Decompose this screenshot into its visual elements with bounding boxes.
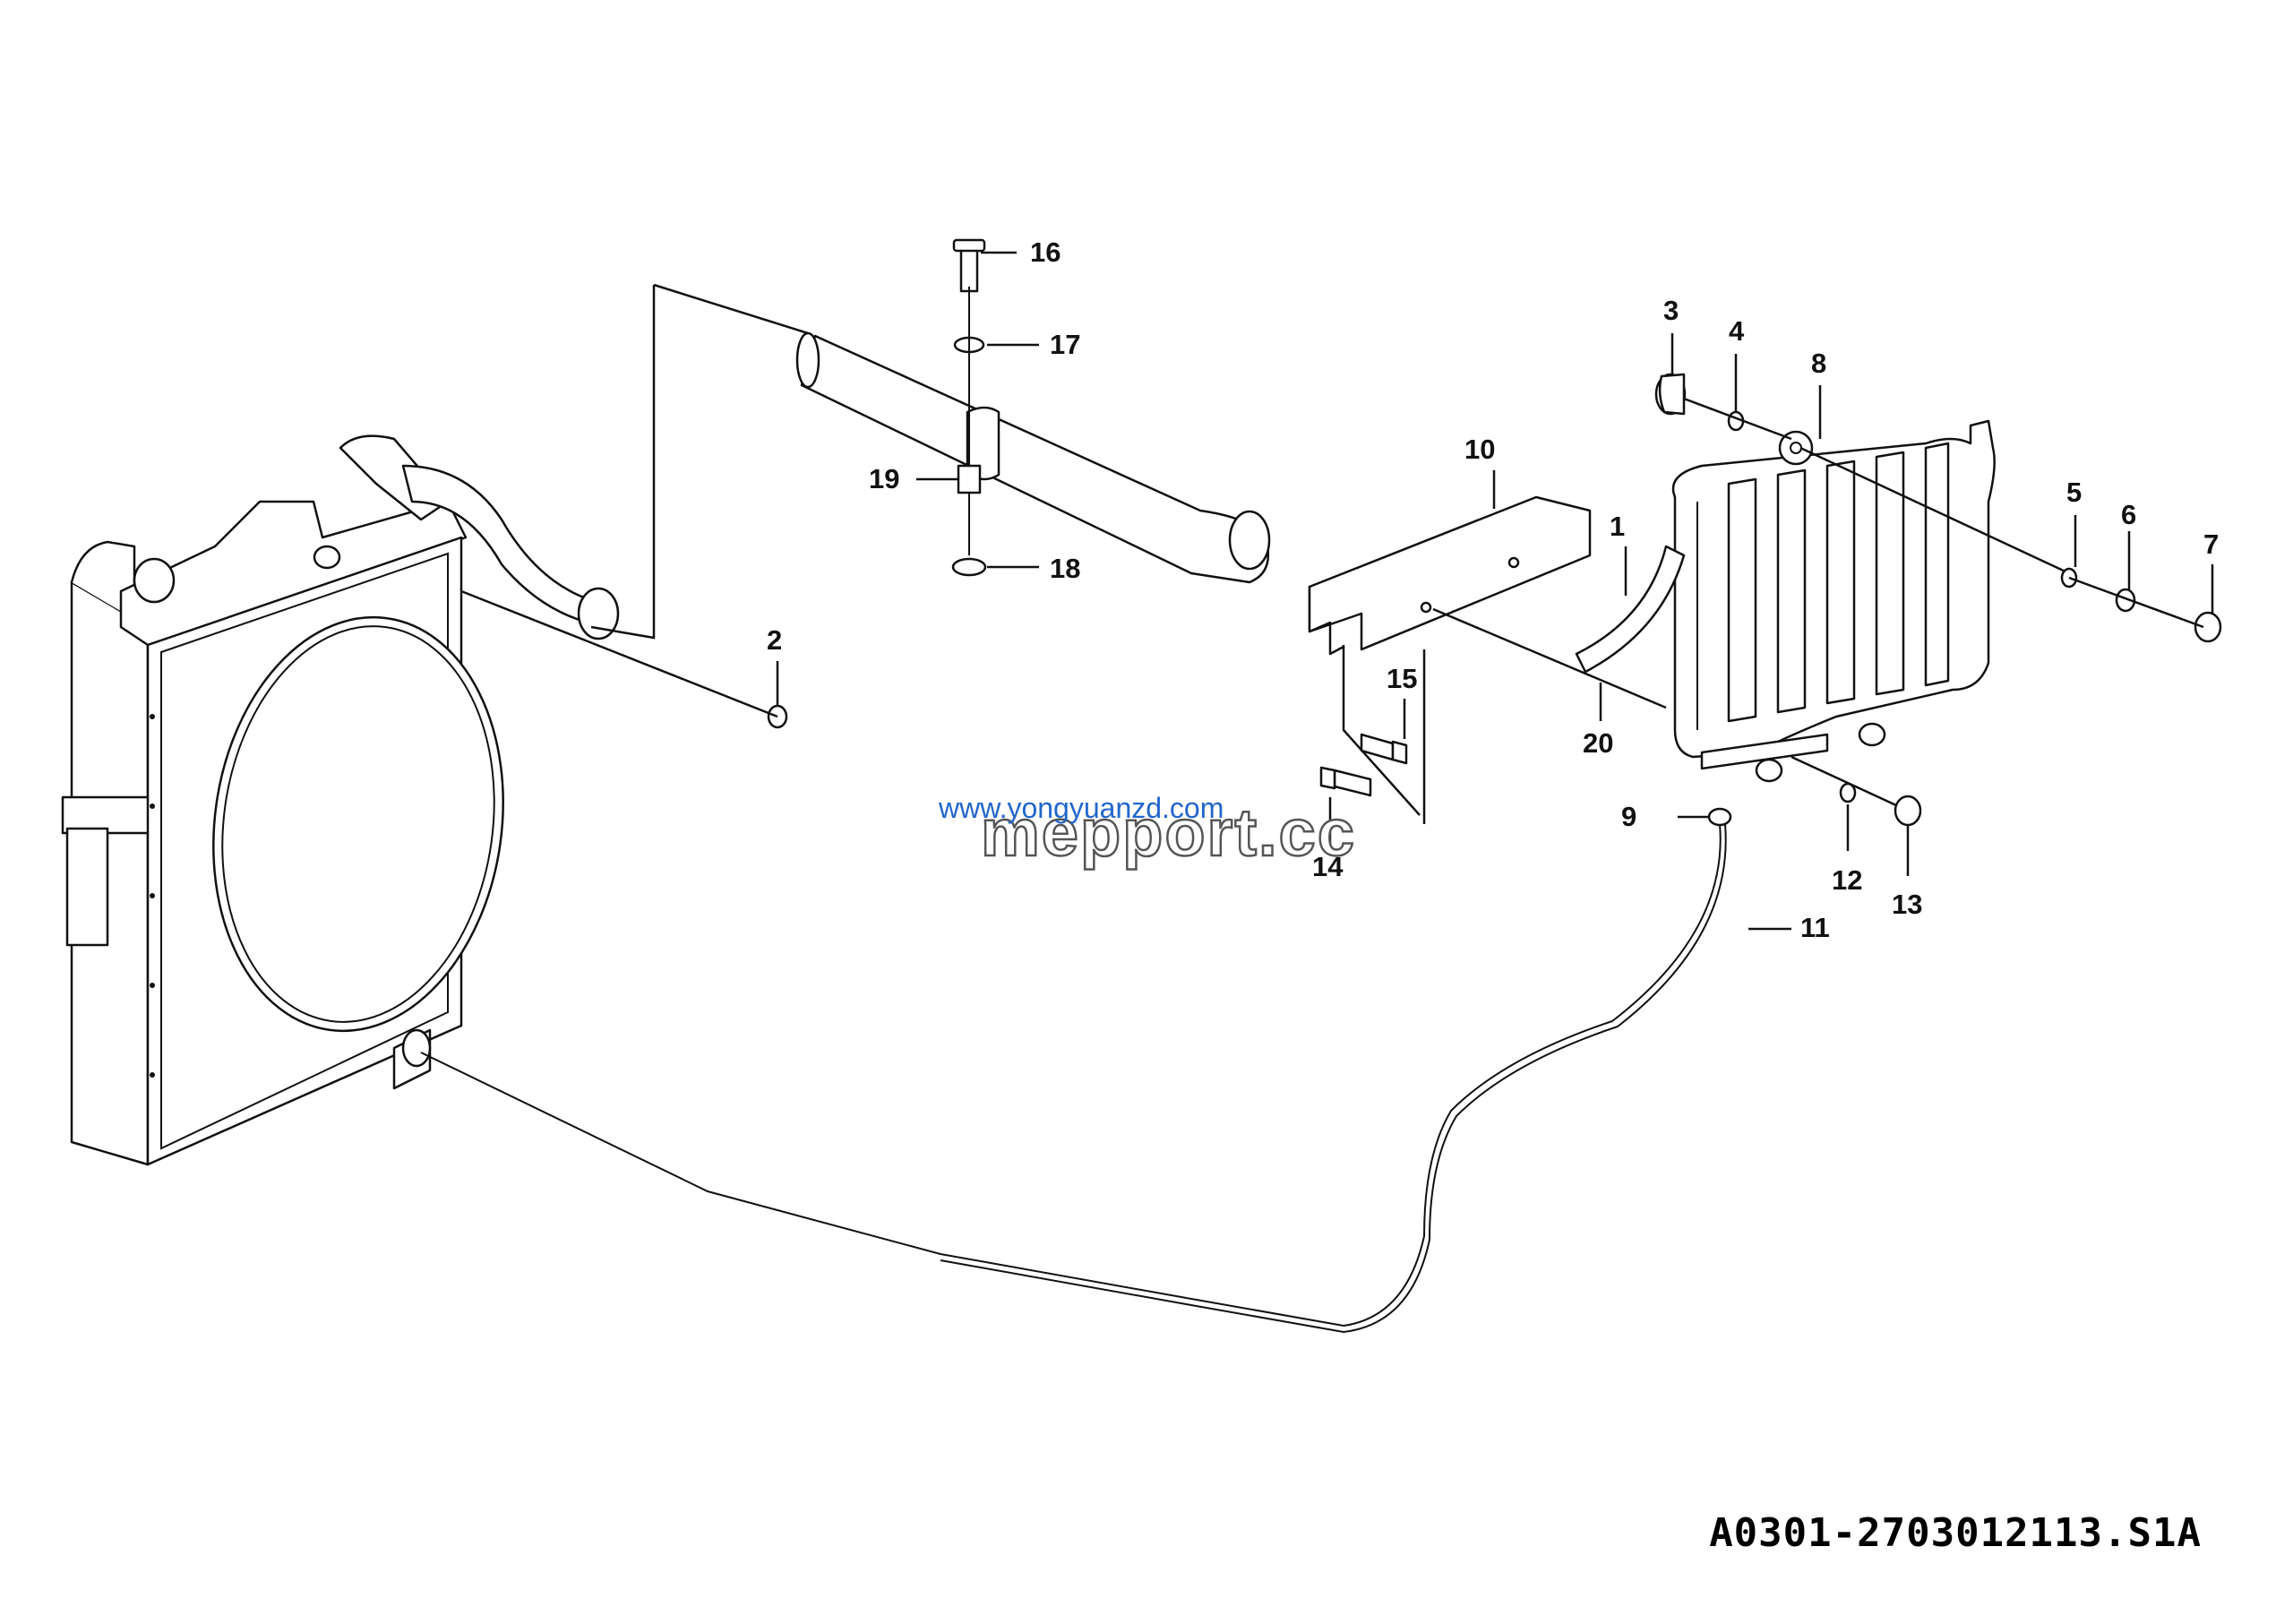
callout-13: 13 xyxy=(1892,889,1922,920)
callout-3: 3 xyxy=(1663,295,1679,326)
callout-1: 1 xyxy=(1610,511,1625,542)
callout-6: 6 xyxy=(2121,499,2136,530)
callout-17: 17 xyxy=(1050,329,1080,360)
pipe-clamp-fasteners xyxy=(951,238,987,577)
nut-washer-12-13 xyxy=(1791,755,1922,827)
callout-leaders xyxy=(776,251,2214,931)
tank-hose-20 xyxy=(1575,545,1686,674)
cap-fasteners xyxy=(1654,373,2222,643)
mounting-bracket xyxy=(1308,495,1592,656)
overflow-hose-11 xyxy=(420,823,1722,1328)
callout-7: 7 xyxy=(2203,528,2219,560)
callout-numbers: 1 2 3 4 5 6 7 8 9 10 11 12 13 14 15 16 1… xyxy=(767,236,2219,943)
callout-19: 19 xyxy=(869,463,899,494)
callout-12: 12 xyxy=(1832,864,1862,896)
callout-2: 2 xyxy=(767,624,782,656)
expansion-tank xyxy=(1671,419,1996,783)
watermark-url: www.yongyuanzd.com xyxy=(938,792,1224,824)
callout-16: 16 xyxy=(1030,236,1061,268)
watermark: mepport.cc www.yongyuanzd.com xyxy=(938,792,1356,871)
bracket-leader-a xyxy=(1342,645,1421,816)
callout-4: 4 xyxy=(1729,315,1745,347)
callout-15: 15 xyxy=(1387,663,1417,694)
hose-end xyxy=(577,587,620,640)
radiator-assembly xyxy=(61,434,504,1166)
bolts-14-15 xyxy=(1319,733,1408,797)
coolant-pipe xyxy=(795,331,1271,584)
callout-20: 20 xyxy=(1583,727,1613,759)
watermark-logo: mepport.cc xyxy=(981,795,1356,870)
drawing-number: A0301-2703012113.S1A xyxy=(1709,1510,2202,1556)
hose-clamp-9 xyxy=(1707,807,1732,827)
callout-5: 5 xyxy=(2066,477,2082,508)
callout-14: 14 xyxy=(1312,851,1344,882)
callout-18: 18 xyxy=(1050,553,1080,584)
callout-8: 8 xyxy=(1811,348,1826,379)
callout-9: 9 xyxy=(1621,801,1636,832)
callout-10: 10 xyxy=(1464,434,1495,465)
pipe-leader-line xyxy=(590,285,656,640)
callout-11: 11 xyxy=(1800,912,1830,943)
